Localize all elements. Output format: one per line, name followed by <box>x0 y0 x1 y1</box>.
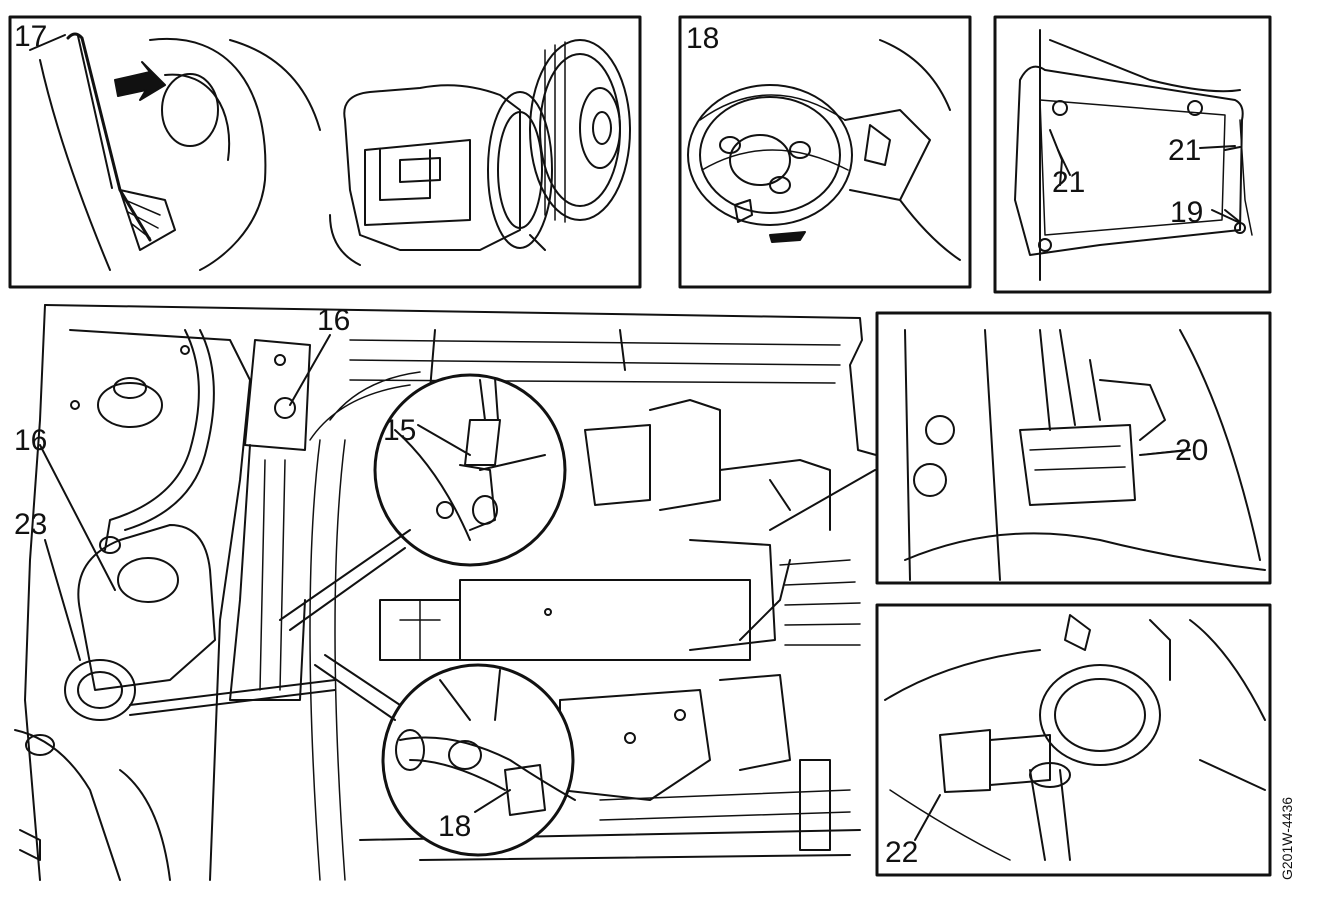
detail-circle-15 <box>373 373 567 567</box>
callout-18-circle: 18 <box>438 810 471 843</box>
callout-22: 22 <box>885 836 918 869</box>
leader-18 <box>314 654 401 721</box>
leader-20 <box>769 469 876 531</box>
inset-panel-18 <box>678 15 972 289</box>
inset-panel-22 <box>875 603 1272 877</box>
callout-17: 17 <box>14 20 47 53</box>
inset-panel-19-21 <box>993 15 1272 294</box>
leader-15-callout <box>417 424 471 456</box>
figure-code: G201W-4436 <box>1279 797 1295 880</box>
detail-circle-18 <box>381 663 576 857</box>
inset-panel-17 <box>8 15 642 289</box>
leader-20-callout <box>1139 449 1191 456</box>
leader-21-right <box>1224 146 1241 151</box>
leader-18-callout <box>474 789 511 813</box>
callout-15: 15 <box>383 414 416 447</box>
leader-17 <box>29 34 66 51</box>
leader-21-left <box>1057 149 1071 176</box>
callout-21-right: 21 <box>1168 134 1201 167</box>
leader-22 <box>914 794 941 841</box>
leader-23 <box>44 539 81 661</box>
main-engine-bay <box>14 304 877 881</box>
callout-18-inset: 18 <box>686 22 719 55</box>
leader-16-left <box>39 444 116 591</box>
callout-19: 19 <box>1170 196 1203 229</box>
leader-19 <box>1211 209 1239 223</box>
callout-21-left: 21 <box>1052 166 1085 199</box>
leader-16-top <box>289 334 331 406</box>
inset-panel-20 <box>875 311 1272 585</box>
callout-16-left: 16 <box>14 424 47 457</box>
callout-16-top: 16 <box>317 304 350 337</box>
callout-20: 20 <box>1175 434 1208 467</box>
callout-23: 23 <box>14 508 47 541</box>
leader-15 <box>279 529 411 631</box>
